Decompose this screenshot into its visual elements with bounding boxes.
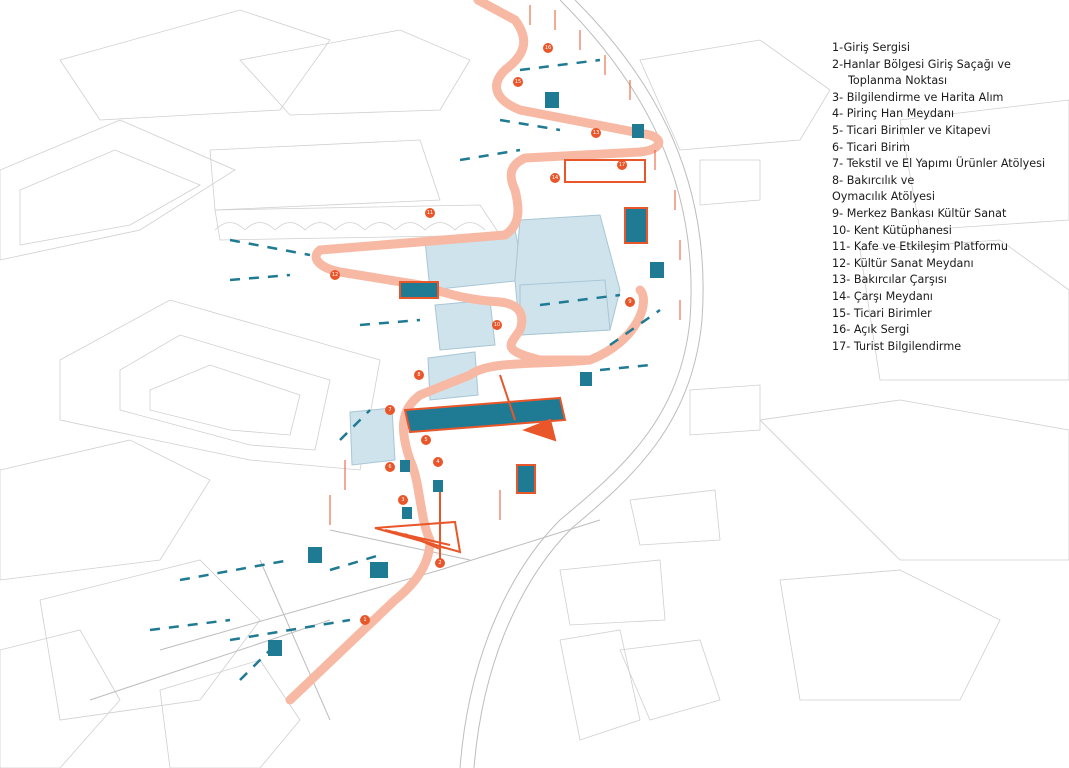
legend-item-15: 15- Ticari Birimler	[832, 306, 932, 320]
legend-item-14: 14- Çarşı Meydanı	[832, 289, 933, 303]
marker-14: 14	[550, 173, 560, 183]
poles	[329, 5, 681, 525]
marker-7: 7	[385, 405, 395, 415]
svg-text:17: 17	[619, 162, 625, 168]
legend-item-9: 9- Merkez Bankası Kültür Sanat	[832, 206, 1007, 220]
legend-item-11: 11- Kafe ve Etkileşim Platformu	[832, 240, 1008, 254]
marker-4: 4	[433, 457, 443, 467]
svg-text:2: 2	[438, 560, 441, 566]
marker-9: 9	[625, 297, 635, 307]
svg-text:3: 3	[401, 497, 404, 503]
legend: 1-Giriş Sergisi 2-Hanlar Bölgesi Giriş S…	[832, 40, 1045, 355]
route-markers: 1 2 3 4 5 6 7 8 9 10 11 12 13 14 15 16 1…	[330, 43, 635, 625]
legend-item-5: 5- Ticari Birimler ve Kitapevi	[832, 123, 991, 137]
marker-11: 11	[425, 208, 435, 218]
marker-15: 15	[513, 77, 523, 87]
svg-text:1: 1	[363, 617, 366, 623]
legend-item-12: 12- Kültür Sanat Meydanı	[832, 256, 974, 270]
legend-item-4: 4- Pirinç Han Meydanı	[832, 107, 955, 121]
svg-text:12: 12	[332, 272, 338, 278]
marker-6: 6	[385, 462, 395, 472]
svg-text:11: 11	[427, 210, 433, 216]
svg-text:9: 9	[628, 299, 631, 305]
marker-5: 5	[421, 435, 431, 445]
svg-text:15: 15	[515, 79, 521, 85]
accent-structures	[374, 159, 648, 560]
legend-item-13: 13- Bakırcılar Çarşısı	[832, 273, 947, 287]
visitor-route	[285, 0, 664, 705]
svg-text:14: 14	[552, 175, 558, 181]
marker-12: 12	[330, 270, 340, 280]
svg-text:4: 4	[436, 459, 439, 465]
legend-item-17: 17- Turist Bilgilendirme	[832, 339, 962, 353]
legend-item-3: 3- Bilgilendirme ve Harita Alım	[832, 90, 1004, 104]
legend-item-16: 16- Açık Sergi	[832, 323, 910, 337]
svg-text:10: 10	[494, 322, 500, 328]
legend-item-1: 1-Giriş Sergisi	[832, 41, 910, 54]
svg-text:5: 5	[424, 437, 427, 443]
marker-17: 17	[617, 160, 627, 170]
marker-13: 13	[591, 128, 601, 138]
marker-16: 16	[543, 43, 553, 53]
marker-2: 2	[435, 558, 445, 568]
legend-item-10: 10- Kent Kütüphanesi	[832, 223, 952, 237]
marker-8: 8	[414, 370, 424, 380]
svg-text:7: 7	[388, 407, 391, 413]
kiosks	[268, 92, 664, 656]
svg-text:13: 13	[593, 130, 599, 136]
marker-1: 1	[360, 615, 370, 625]
svg-text:8: 8	[417, 372, 420, 378]
dashed-paths	[149, 58, 661, 681]
marker-10: 10	[492, 320, 502, 330]
marker-3: 3	[398, 495, 408, 505]
svg-text:16: 16	[545, 45, 551, 51]
urban-linework	[0, 9, 1069, 768]
library-building	[349, 214, 621, 466]
svg-text:6: 6	[388, 464, 391, 470]
legend-item-7: 7- Tekstil ve El Yapımı Ürünler Atölyesi	[832, 157, 1046, 171]
legend-item-6: 6- Ticari Birim	[832, 140, 910, 154]
street-lines	[89, 0, 704, 768]
